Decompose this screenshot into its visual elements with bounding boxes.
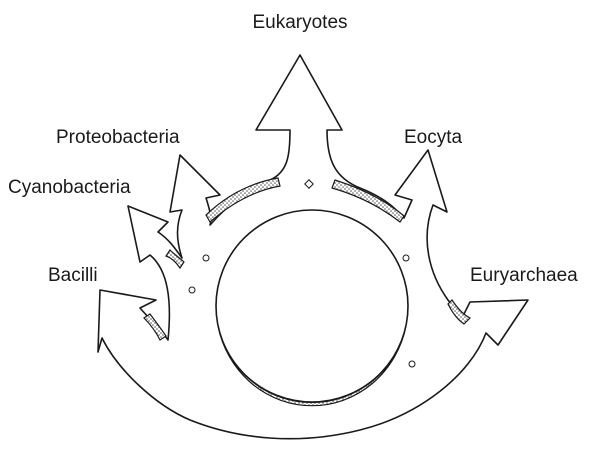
label-cyanobacteria: Cyanobacteria <box>8 177 131 198</box>
pore-left-lower <box>189 287 195 293</box>
label-proteobacteria: Proteobacteria <box>56 127 180 148</box>
label-bacilli: Bacilli <box>48 265 98 286</box>
pore-right-upper <box>403 255 409 261</box>
pore-right-lower <box>409 361 415 367</box>
pore-left-upper <box>203 255 209 261</box>
label-eukaryotes: Eukaryotes <box>252 12 347 33</box>
label-eocyta: Eocyta <box>404 127 463 148</box>
label-euryarchaea: Euryarchaea <box>470 265 578 286</box>
central-cell <box>216 210 408 402</box>
